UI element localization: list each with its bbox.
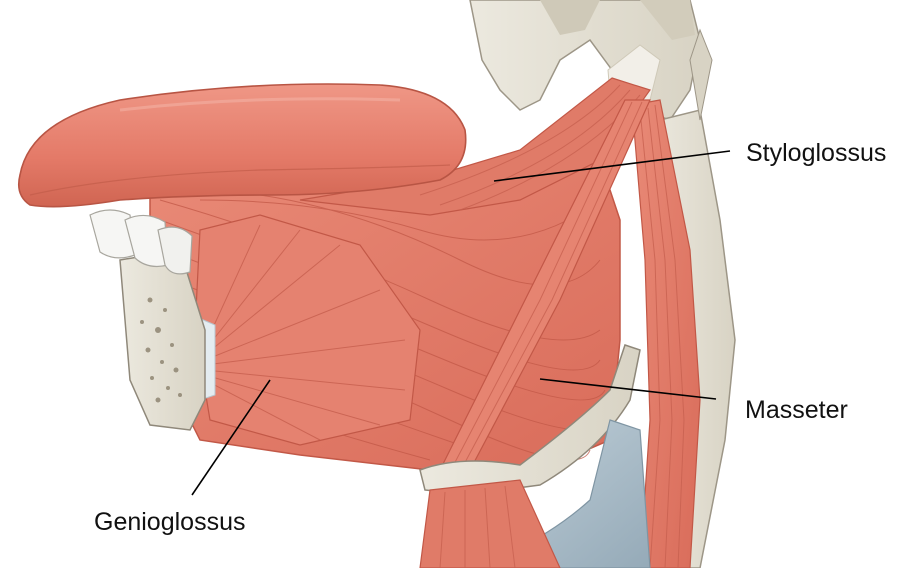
genioglossus-label: Genioglossus	[94, 510, 245, 535]
masseter-label: Masseter	[745, 398, 848, 423]
infrahyoid-muscle	[420, 480, 560, 568]
styloglossus-label: Styloglossus	[746, 141, 886, 166]
